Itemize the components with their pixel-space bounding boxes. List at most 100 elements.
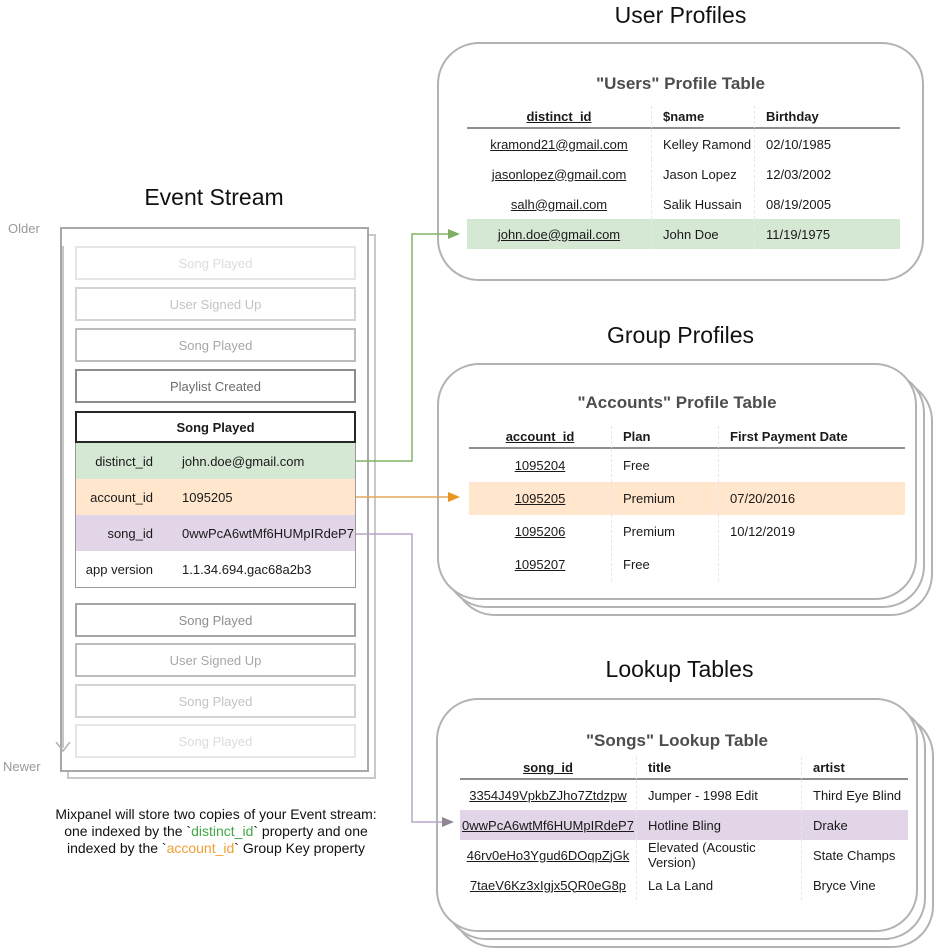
table-cell: Salik Hussain <box>652 189 755 219</box>
table-cell-text: 02/10/1985 <box>766 136 832 152</box>
table-cell-text: State Champs <box>813 847 896 863</box>
table-cell: Premium <box>612 482 719 515</box>
table-cell-text: 08/19/2005 <box>766 196 832 212</box>
column-header: title <box>637 757 802 780</box>
users-table: distinct_id $name Birthday kramond21@gma… <box>467 106 900 249</box>
event-property-row: account_id 1095205 <box>76 479 355 515</box>
table-cell: Jason Lopez <box>652 159 755 189</box>
table-cell: Free <box>612 449 719 482</box>
event-stream-caption: Mixpanel will store two copies of your E… <box>16 806 416 857</box>
table-cell: State Champs <box>802 840 908 870</box>
table-cell: Free <box>612 548 719 581</box>
table-cell: 07/20/2016 <box>719 482 905 515</box>
event-box-label: Playlist Created <box>169 378 262 394</box>
table-cell-text: 7taeV6Kz3xIgjx5QR0eG8p <box>469 877 627 893</box>
event-box-label: User Signed Up <box>169 296 262 312</box>
column-header: First Payment Date <box>719 426 905 449</box>
table-cell-text: salh@gmail.com <box>510 196 608 212</box>
property-value: 1.1.34.694.gac68a2b3 <box>182 561 312 577</box>
event-box: Playlist Created <box>75 369 356 403</box>
event-box: Song Played <box>75 246 356 280</box>
caption-segment: account_id <box>166 840 235 856</box>
table-cell: La La Land <box>637 870 802 900</box>
event-stream-title: Event Stream <box>144 184 284 210</box>
column-header: $name <box>652 106 755 129</box>
accounts-table-title: "Accounts" Profile Table <box>577 393 777 412</box>
table-cell-text: Bryce Vine <box>813 877 876 893</box>
table-cell-text: 12/03/2002 <box>766 166 832 182</box>
event-box-label: Song Played <box>178 733 253 749</box>
table-cell: Drake <box>802 810 908 840</box>
table-cell-text: Third Eye Blind <box>813 787 902 803</box>
property-key: account_id <box>90 489 153 505</box>
caption-line: one indexed by the `distinct_id` propert… <box>16 823 416 840</box>
table-cell-text: Jason Lopez <box>663 166 737 182</box>
songs-table: song_id title artist 3354J49VpkbZJho7Ztd… <box>460 757 908 900</box>
table-cell-text: Free <box>623 557 650 572</box>
table-cell-text: Drake <box>813 817 848 833</box>
column-header: Plan <box>612 426 719 449</box>
table-cell: john.doe@gmail.com <box>467 219 652 249</box>
caption-segment: indexed by the ` <box>66 840 167 856</box>
table-row: 7taeV6Kz3xIgjx5QR0eG8p La La Land Bryce Vi… <box>460 870 908 900</box>
table-cell-text: Premium <box>623 491 676 506</box>
column-header: Birthday <box>755 106 900 129</box>
caption-line: Mixpanel will store two copies of your E… <box>16 806 416 823</box>
user-profiles-card: "Users" Profile Table distinct_id $name … <box>437 42 924 281</box>
event-box: Song Played <box>75 328 356 362</box>
table-cell-text: 46rv0eHo3Ygud6DOqpZjGk <box>466 847 630 863</box>
event-box-label: Song Played <box>178 255 253 271</box>
table-cell: 3354J49VpkbZJho7Ztdzpw <box>460 780 637 810</box>
older-label: Older <box>8 221 40 236</box>
caption-segment: Mixpanel will store two copies of your E… <box>55 806 377 822</box>
event-box-label: Song Played <box>178 693 253 709</box>
table-cell: Premium <box>612 515 719 548</box>
table-cell-text: Premium <box>623 524 676 539</box>
caption-segment: distinct_id <box>191 823 254 839</box>
table-cell-text: 07/20/2016 <box>730 491 796 506</box>
event-box-label: Song Played <box>178 337 253 353</box>
table-cell: 10/12/2019 <box>719 515 905 548</box>
table-cell-text: jasonlopez@gmail.com <box>491 166 627 182</box>
table-cell: Bryce Vine <box>802 870 908 900</box>
event-box-label: User Signed Up <box>169 652 262 668</box>
column-header: account_id <box>469 426 612 449</box>
event-box: User Signed Up <box>75 643 356 677</box>
table-cell: 11/19/1975 <box>755 219 900 249</box>
table-row: 1095206 Premium 10/12/2019 <box>469 515 905 548</box>
table-cell: Jumper - 1998 Edit <box>637 780 802 810</box>
table-cell-text: 1095206 <box>514 524 566 539</box>
table-cell-text: 1095207 <box>514 557 566 572</box>
table-cell: 7taeV6Kz3xIgjx5QR0eG8p <box>460 870 637 900</box>
event-box: User Signed Up <box>75 287 356 321</box>
table-cell <box>719 449 905 482</box>
event-box: Song Played <box>75 684 356 718</box>
table-cell: John Doe <box>652 219 755 249</box>
songs-table-title: "Songs" Lookup Table <box>585 731 769 750</box>
property-value: john.doe@gmail.com <box>182 453 305 469</box>
table-cell-text: Salik Hussain <box>663 196 742 212</box>
table-cell: Elevated (Acoustic Version) <box>637 840 802 870</box>
table-cell: salh@gmail.com <box>467 189 652 219</box>
table-cell-text: kramond21@gmail.com <box>490 136 628 152</box>
column-header: distinct_id <box>467 106 652 129</box>
table-row: 1095207 Free <box>469 548 905 581</box>
property-value: 1095205 <box>182 489 233 505</box>
caption-segment: one indexed by the ` <box>64 823 192 839</box>
table-cell-text: Elevated (Acoustic Version) <box>648 840 756 870</box>
column-header: song_id <box>460 757 637 780</box>
table-row: 46rv0eHo3Ygud6DOqpZjGk Elevated (Acoustic… <box>460 840 908 870</box>
table-cell: kramond21@gmail.com <box>467 129 652 159</box>
users-table-title: "Users" Profile Table <box>596 74 765 93</box>
event-box: Song Played <box>75 724 356 758</box>
table-cell: 1095207 <box>469 548 612 581</box>
